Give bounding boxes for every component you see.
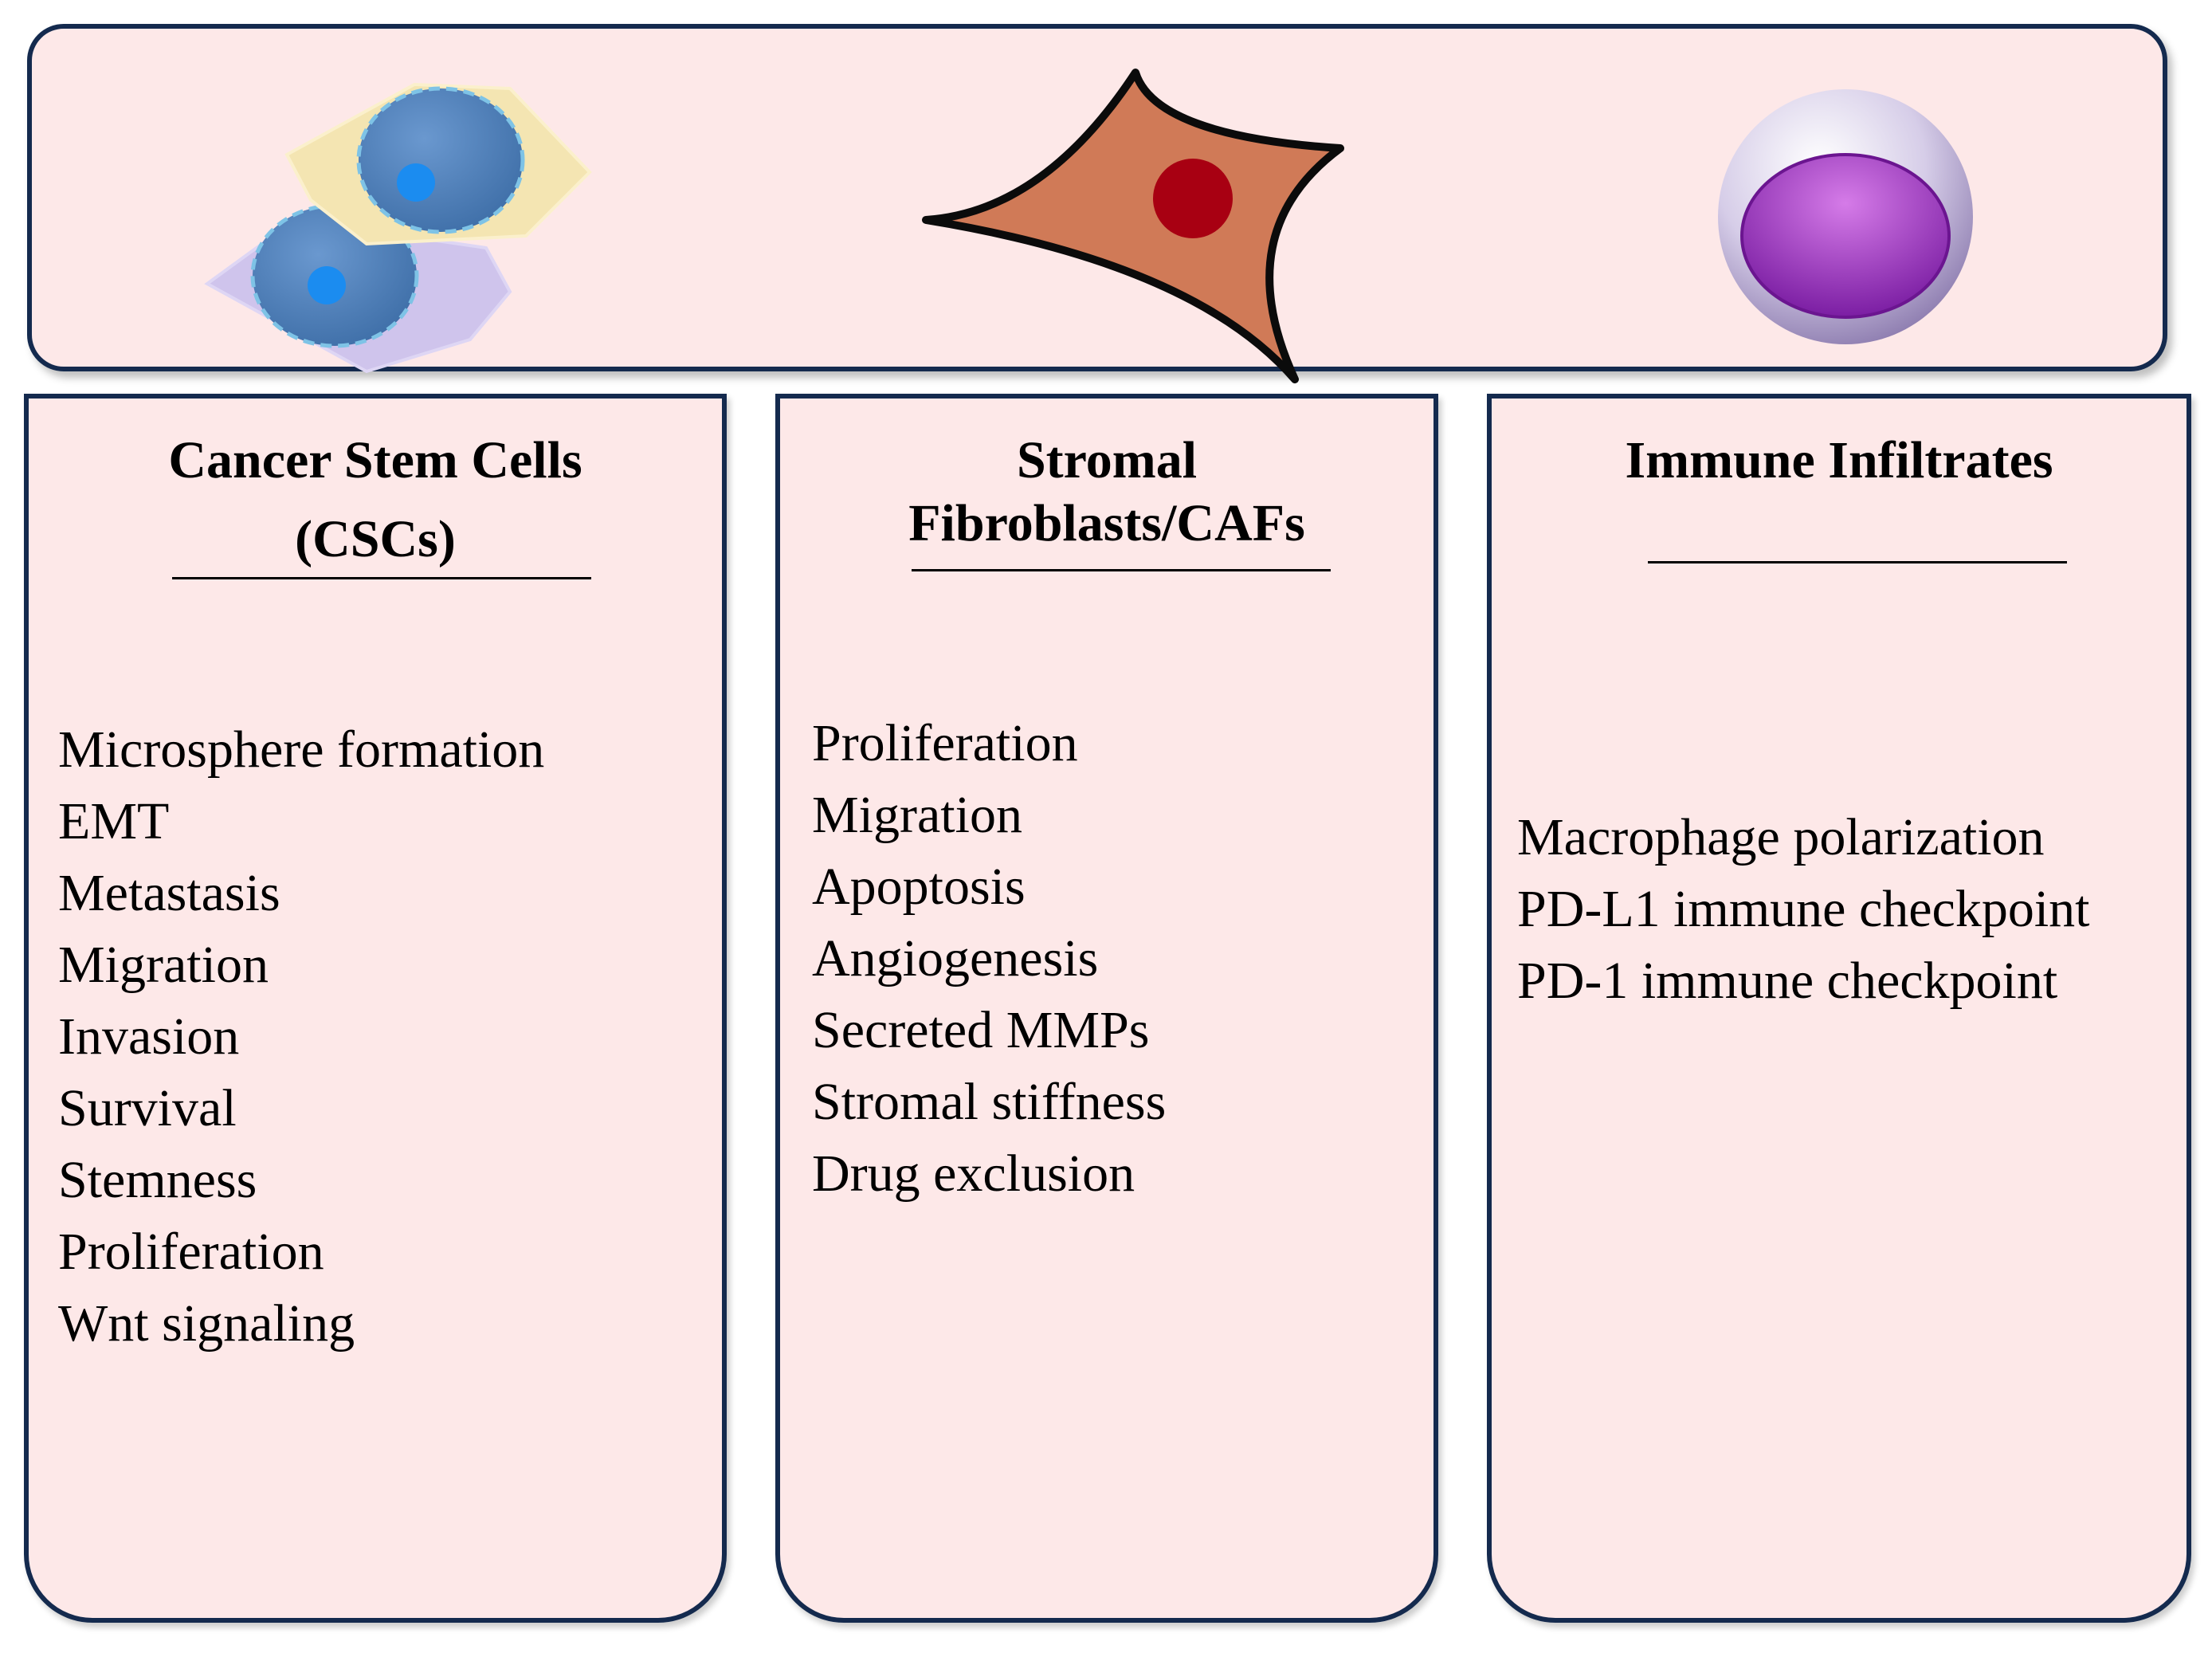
csc-panel-title: Cancer Stem Cells (CSCs) — [29, 429, 722, 571]
immune-feature-item: Macrophage polarization — [1517, 808, 2045, 866]
fibroblast-icon — [922, 69, 1344, 383]
csc-title-line2: (CSCs) — [295, 510, 456, 569]
stromal-feature-item: Angiogenesis — [812, 929, 1099, 987]
stromal-feature-item: Drug exclusion — [812, 1145, 1135, 1203]
stromal-feature-item: Stromal stiffness — [812, 1073, 1167, 1131]
csc-title-underline — [172, 577, 591, 579]
csc-feature-item: Migration — [58, 936, 269, 994]
csc-panel: Cancer Stem Cells (CSCs) Microsphere for… — [24, 394, 727, 1623]
stromal-title-line1: Stromal — [1016, 431, 1198, 489]
csc-feature-item: Microsphere formation — [58, 720, 545, 779]
immune-panel-title: Immune Infiltrates — [1492, 429, 2187, 492]
stromal-feature-item: Proliferation — [812, 714, 1078, 772]
csc-feature-item: Invasion — [58, 1007, 240, 1066]
csc-feature-item: Metastasis — [58, 864, 280, 922]
stromal-feature-item: Secreted MMPs — [812, 1001, 1150, 1059]
stromal-feature-item: Migration — [812, 786, 1022, 844]
immune-feature-item: PD-L1 immune checkpoint — [1517, 880, 2090, 938]
stromal-panel-title: Stromal Fibroblasts/CAFs — [780, 429, 1433, 555]
csc-feature-item: Stemness — [58, 1151, 257, 1209]
immune-title-underline — [1648, 561, 2067, 563]
immune-panel: Immune Infiltrates Macrophage polarizati… — [1487, 394, 2191, 1623]
csc-title-line1: Cancer Stem Cells — [168, 431, 582, 489]
immune-title-line1: Immune Infiltrates — [1625, 431, 2053, 489]
csc-feature-item: EMT — [58, 792, 170, 850]
immune-cell-icon — [1718, 89, 1973, 344]
csc-feature-item: Wnt signaling — [58, 1294, 355, 1353]
csc-feature-item: Survival — [58, 1079, 237, 1137]
immune-feature-item: PD-1 immune checkpoint — [1517, 952, 2058, 1010]
stromal-feature-item: Apoptosis — [812, 858, 1026, 916]
stromal-title-underline — [912, 569, 1331, 571]
cell-illustration-banner — [27, 24, 2167, 383]
csc-feature-item: Proliferation — [58, 1223, 324, 1281]
cancer-stem-cells-icon — [204, 82, 592, 374]
stromal-title-line2: Fibroblasts/CAFs — [908, 494, 1305, 553]
